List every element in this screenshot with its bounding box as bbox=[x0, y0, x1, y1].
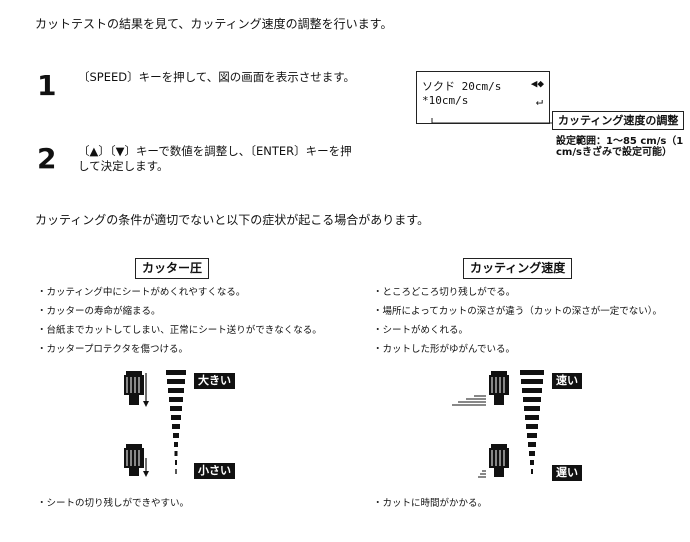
pressure-wedge-bars bbox=[166, 370, 186, 474]
cutter-high-icon bbox=[124, 371, 149, 407]
list-item: ・ところどころ切り残しがでる。 bbox=[373, 287, 516, 298]
pressure-low-note: ・シートの切り残しができやすい。 bbox=[37, 498, 190, 509]
lcd-display: ソクド 20cm/s *10cm/s ◀◆ ↵ bbox=[416, 71, 550, 124]
speed-slow-label: 遅い bbox=[552, 465, 582, 481]
pressure-symptom-list: ・カッティング中にシートがめくれやすくなる。 ・カッターの寿命が縮まる。 ・台紙… bbox=[37, 283, 322, 359]
conditions-intro: カッティングの条件が適切でないと以下の症状が起こる場合があります。 bbox=[35, 213, 430, 227]
speed-illustration bbox=[452, 370, 544, 478]
lcd-connector-line bbox=[431, 118, 552, 124]
intro-text: カットテストの結果を見て、カッティング速度の調整を行います。 bbox=[35, 17, 393, 31]
cutter-fast-icon bbox=[452, 371, 509, 406]
list-item: ・カッタープロテクタを傷つける。 bbox=[37, 344, 189, 355]
list-item: ・台紙までカットしてしまい、正常にシート送りができなくなる。 bbox=[37, 325, 322, 336]
lcd-line-1: ソクド 20cm/s bbox=[422, 80, 502, 93]
cutter-low-icon bbox=[124, 444, 149, 477]
list-item: ・シートがめくれる。 bbox=[373, 325, 469, 336]
step-2-text: 〔▲〕〔▼〕キーで数値を調整し、〔ENTER〕キーを押して決定します。 bbox=[78, 144, 352, 173]
list-item: ・カッターの寿命が縮まる。 bbox=[37, 306, 161, 317]
pressure-illustration bbox=[124, 370, 186, 477]
speed-wedge-bars bbox=[520, 370, 544, 474]
speed-symptom-list: ・ところどころ切り残しがでる。 ・場所によってカットの深さが違う（カットの深さが… bbox=[373, 283, 662, 359]
speed-fast-label: 速い bbox=[552, 373, 582, 389]
pressure-low-label: 小さい bbox=[194, 463, 235, 479]
lcd-line-2: *10cm/s bbox=[422, 94, 469, 107]
setting-range: 設定範囲：1～85 cm/s（1 cm/sきざみで設定可能） bbox=[556, 136, 684, 158]
speed-title: カッティング速度 bbox=[463, 258, 573, 279]
pressure-high-label: 大きい bbox=[194, 373, 235, 389]
list-item: ・カッティング中にシートがめくれやすくなる。 bbox=[37, 287, 246, 298]
speed-slow-note: ・カットに時間がかかる。 bbox=[373, 498, 488, 509]
pressure-title: カッター圧 bbox=[135, 258, 210, 279]
step-2-number: 2 bbox=[37, 142, 57, 175]
step-1-number: 1 bbox=[37, 69, 57, 102]
step-1-text: 〔SPEED〕キーを押して、図の画面を表示させます。 bbox=[78, 70, 356, 84]
list-item: ・カットした形がゆがんでいる。 bbox=[373, 344, 516, 355]
list-item: ・場所によってカットの深さが違う（カットの深さが一定でない）。 bbox=[373, 306, 662, 317]
enter-icon: ↵ bbox=[535, 94, 543, 108]
cutter-slow-icon bbox=[478, 444, 509, 478]
lcd-label: カッティング速度の調整 bbox=[552, 111, 685, 130]
up-down-arrow-icon: ◀◆ bbox=[530, 77, 544, 90]
